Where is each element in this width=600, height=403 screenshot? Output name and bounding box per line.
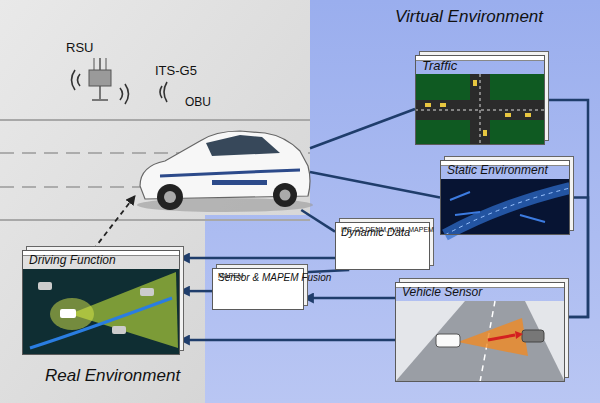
control-arrow xyxy=(93,196,135,250)
data-connector xyxy=(180,290,212,293)
car-illustration xyxy=(160,170,300,176)
node-detail: ITS-G5 DENM, IVIM, MAPEM xyxy=(341,226,434,234)
static-environment-picture xyxy=(450,192,545,222)
process-card: Static Environment xyxy=(440,160,570,235)
node-title: OBU xyxy=(185,95,211,109)
vehicle-sensor-picture xyxy=(522,330,544,342)
data-box: Dynamic DataITS-G5 DENM, IVIM, MAPEM xyxy=(335,222,430,270)
node-title: Traffic xyxy=(422,58,457,74)
static-environment-picture xyxy=(440,179,570,235)
car-illustration xyxy=(137,131,313,212)
region-band: Real Environment OBU Driving Function xyxy=(0,0,310,403)
node-title: Static Environment xyxy=(447,163,548,177)
data-connector xyxy=(304,297,395,300)
region-title: Real Environment xyxy=(45,366,180,386)
traffic-picture xyxy=(505,113,511,117)
region-band: Virtual EnvironmentTrafficStatic Environ… xyxy=(205,0,600,403)
card-header: Static Environment xyxy=(441,161,569,166)
static-environment-picture xyxy=(445,188,570,235)
data-connector xyxy=(304,270,349,272)
part-label: ITS-G5 xyxy=(155,63,197,79)
static-environment-picture xyxy=(440,179,570,235)
driving-function-picture xyxy=(22,269,180,355)
driving-function-picture xyxy=(140,288,154,296)
traffic-picture xyxy=(483,130,487,136)
data-connector xyxy=(565,198,588,318)
data-connector xyxy=(180,257,335,260)
rsu-tower xyxy=(92,99,108,101)
vehicle-node: OBU xyxy=(135,115,310,210)
data-connector xyxy=(180,339,395,342)
traffic-picture xyxy=(415,110,545,111)
node-detail: MAPEM xyxy=(218,272,244,280)
car-illustration xyxy=(164,191,176,203)
vehicle-sensor-picture xyxy=(436,334,460,347)
card-header: Driving Function xyxy=(23,251,179,256)
radio-waves xyxy=(72,70,76,90)
car-illustration xyxy=(273,183,297,207)
traffic-picture xyxy=(440,103,446,107)
car-illustration xyxy=(212,180,267,185)
traffic-picture xyxy=(525,113,531,117)
region-title: Virtual Environment xyxy=(395,7,543,27)
rsu-tower xyxy=(89,70,111,86)
vehicle-sensor-picture xyxy=(458,318,528,356)
vehicle-sensor-picture xyxy=(395,301,565,382)
traffic-picture xyxy=(480,74,481,145)
part-label: RSU xyxy=(66,40,93,56)
vehicle-sensor-picture xyxy=(395,301,565,382)
traffic-picture xyxy=(415,74,545,145)
static-environment-picture xyxy=(445,188,570,235)
rsu-tower xyxy=(94,58,95,70)
radio-waves xyxy=(78,74,81,86)
car-illustration xyxy=(157,184,183,210)
radio-waves xyxy=(164,82,167,102)
driving-function-picture xyxy=(50,298,94,330)
traffic-picture xyxy=(425,103,431,107)
process-card: Driving Function xyxy=(22,250,180,355)
card-header: Vehicle Sensor xyxy=(396,283,564,288)
radio-waves xyxy=(160,86,162,98)
radio-waves xyxy=(120,88,123,100)
data-connector xyxy=(301,210,335,232)
road xyxy=(0,119,310,121)
node-title: Driving Function xyxy=(29,253,116,267)
traffic-picture xyxy=(473,80,477,86)
car-illustration xyxy=(206,135,280,156)
driving-function-picture xyxy=(112,326,126,334)
vehicle-sensor-picture xyxy=(515,331,523,339)
card-header: Traffic xyxy=(416,56,544,61)
road xyxy=(0,219,310,221)
driving-function-picture xyxy=(22,269,180,355)
driving-function-picture xyxy=(60,309,76,318)
process-box: Sensor & MAPEM FusionMAPEM xyxy=(212,268,304,310)
vehicle-sensor-picture xyxy=(488,335,515,340)
process-card: Vehicle Sensor xyxy=(395,282,565,382)
driving-function-picture xyxy=(30,298,172,348)
rsu-tower xyxy=(106,58,107,70)
rsu-tower xyxy=(89,58,111,100)
node-title: Vehicle Sensor xyxy=(402,285,482,299)
data-connector xyxy=(310,109,415,148)
data-connector xyxy=(310,172,440,198)
car-illustration xyxy=(280,190,291,201)
radio-waves xyxy=(125,84,129,104)
driving-function-picture xyxy=(38,282,52,290)
traffic-picture xyxy=(415,74,545,145)
radio-waves xyxy=(72,70,168,104)
vehicle-sensor-picture xyxy=(395,301,565,382)
process-card: Traffic xyxy=(415,55,545,145)
